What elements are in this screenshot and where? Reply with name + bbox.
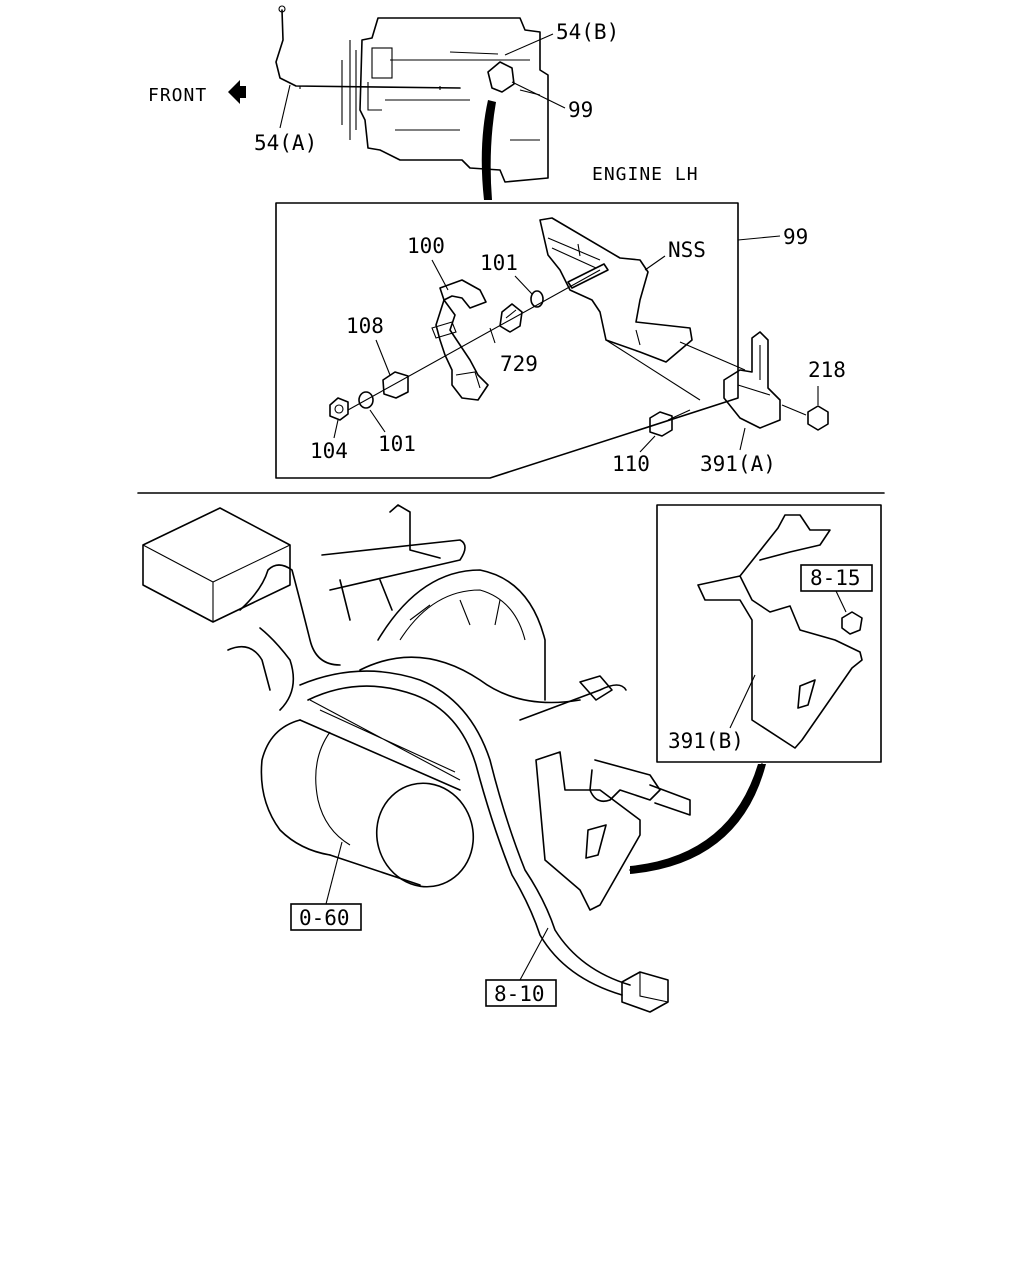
engine-lh-label: ENGINE LH: [592, 164, 699, 185]
part-391b-label: 391(B): [668, 729, 744, 753]
detail-box-99: 99 100 101 729 108 101 104: [275, 202, 846, 479]
part-99-top-label: 99: [568, 98, 593, 122]
ref-0-60-box: [290, 903, 362, 931]
part-218-label: 218: [808, 358, 846, 382]
part-99-box-label: 99: [783, 225, 808, 249]
front-label: FRONT: [148, 85, 207, 106]
part-100-label: 100: [407, 234, 445, 258]
ref-8-15-label: 8-15: [810, 566, 861, 590]
part-101-upper-label: 101: [480, 251, 518, 275]
part-104-label: 104: [310, 439, 348, 463]
ref-8-10-box: [485, 979, 557, 1007]
part-108-label: 108: [346, 314, 384, 338]
inset-box-391b: 8-15 391(B): [656, 504, 882, 763]
part-54a-label: 54(A): [254, 131, 317, 155]
ref-0-60-label: 0-60: [299, 906, 350, 930]
engine-overview: [275, 5, 549, 200]
part-110-label: 110: [612, 452, 650, 476]
part-101-lower-label: 101: [378, 432, 416, 456]
part-391a-label: 391(A): [700, 452, 776, 476]
chassis-assembly: [142, 504, 766, 1013]
ref-8-10-label: 8-10: [494, 982, 545, 1006]
left-arrow-icon: [228, 80, 246, 104]
part-729-label: 729: [500, 352, 538, 376]
part-nss-label: NSS: [668, 238, 706, 262]
part-54b-label: 54(B): [556, 20, 619, 44]
ref-8-15-box: [800, 564, 873, 592]
